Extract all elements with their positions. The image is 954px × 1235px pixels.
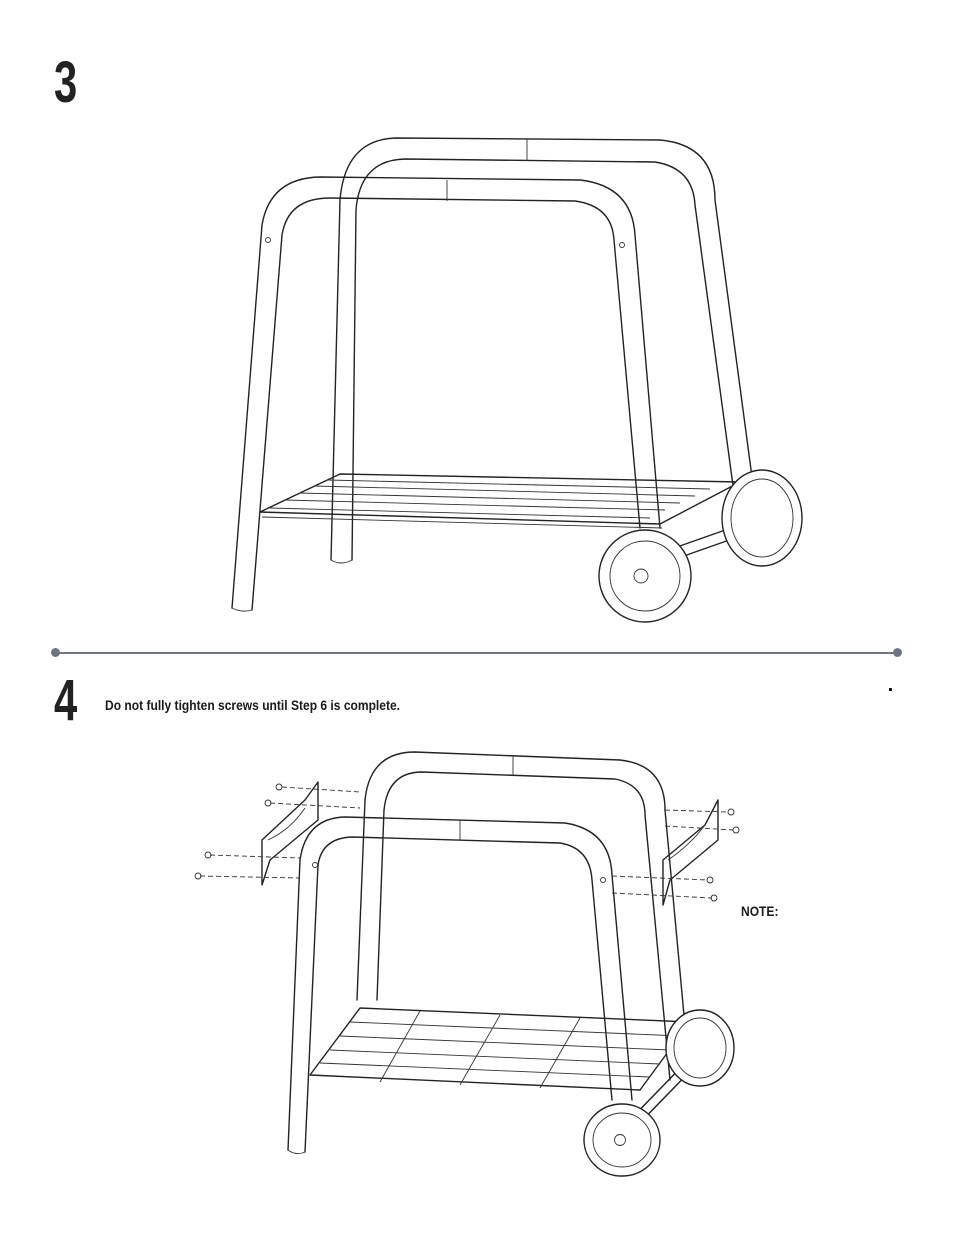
divider-left-dot [51, 648, 60, 657]
speck-mark [889, 688, 892, 691]
note-label: NOTE: [741, 903, 779, 919]
step-4-number: 4 [54, 668, 78, 733]
step-4-instruction: Do not fully tighten screws until Step 6… [105, 697, 401, 713]
step-3-number: 3 [54, 50, 78, 115]
step-3-cart-frame-illustration [231, 137, 803, 623]
step-divider [55, 652, 898, 654]
divider-right-dot [893, 648, 902, 657]
